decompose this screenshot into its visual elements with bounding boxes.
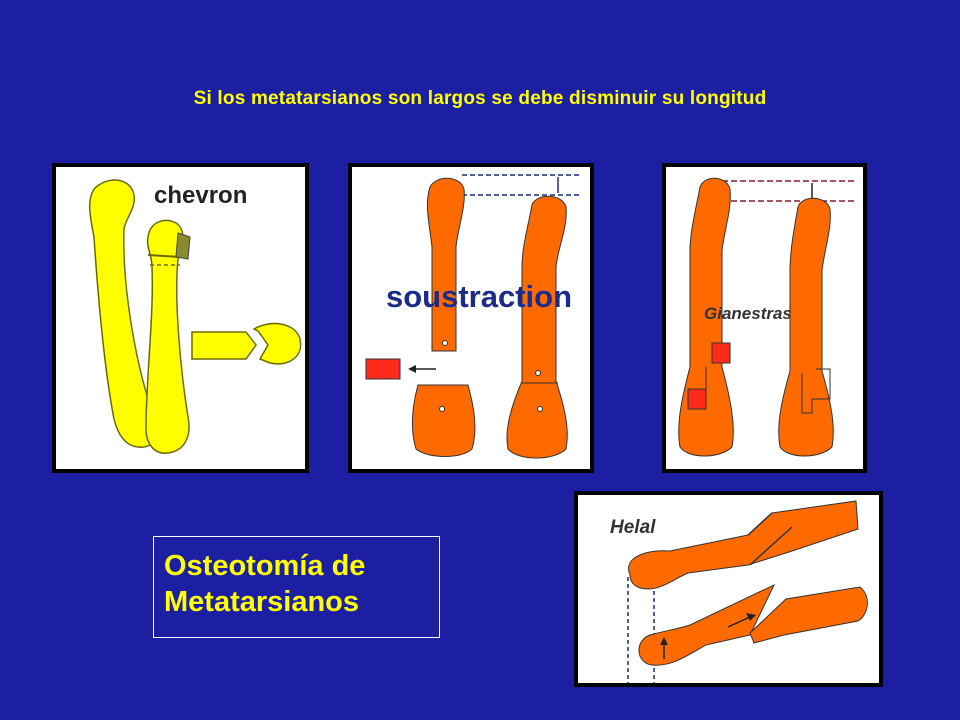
- gianestras-label: Gianestras: [704, 304, 792, 323]
- helal-panel: Helal: [574, 491, 883, 687]
- soustraction-label: soustraction: [386, 279, 572, 314]
- slide-header: Si los metatarsianos son largos se debe …: [193, 88, 767, 109]
- gianestras-illustration: Gianestras: [666, 167, 863, 469]
- chevron-label: chevron: [154, 182, 247, 209]
- title-box: Osteotomía de Metatarsianos: [153, 536, 440, 638]
- title-line-1: Osteotomía de: [164, 550, 366, 582]
- chevron-illustration: chevron: [56, 167, 305, 469]
- helal-illustration: Helal: [578, 495, 879, 683]
- title-line-2: Metatarsianos: [164, 586, 360, 618]
- helal-label: Helal: [610, 517, 656, 538]
- soustraction-panel: soustraction: [348, 163, 594, 473]
- chevron-panel: chevron: [52, 163, 309, 473]
- gianestras-panel: Gianestras: [662, 163, 867, 473]
- soustraction-illustration: soustraction: [352, 167, 590, 469]
